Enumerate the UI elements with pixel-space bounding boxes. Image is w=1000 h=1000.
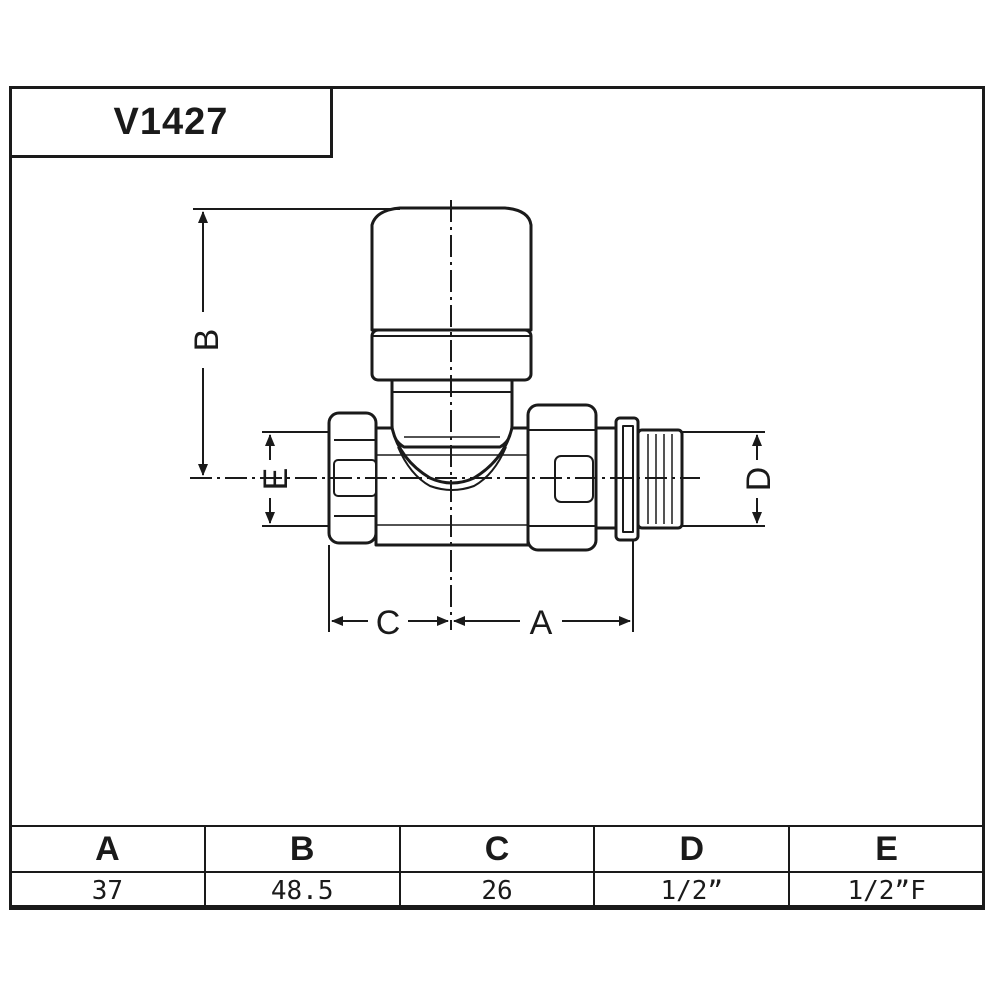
dimension-c-label: C: [376, 604, 401, 642]
title-box: V1427: [9, 86, 333, 158]
valve-cap: [370, 206, 533, 332]
centre-lines: [190, 200, 700, 630]
header-cell-c: C: [398, 825, 596, 873]
dimension-b-label: B: [188, 329, 226, 352]
dimension-table: A B C D E 37 48.5 26 1/2” 1/2”F: [9, 825, 985, 910]
header-cell-e: E: [788, 825, 985, 873]
table-value-row: 37 48.5 26 1/2” 1/2”F: [9, 871, 985, 910]
header-cell-b: B: [203, 825, 401, 873]
dimension-a-label: A: [530, 604, 553, 642]
dimension-d: [682, 431, 765, 527]
header-cell-a: A: [9, 825, 206, 873]
value-cell-b: 48.5: [203, 871, 401, 910]
value-cell-e: 1/2”F: [788, 871, 985, 910]
dimension-a: [453, 540, 634, 632]
dimension-e-label: E: [257, 468, 295, 491]
value-cell-a: 37: [9, 871, 206, 910]
model-title: V1427: [113, 100, 229, 143]
dimension-d-label: D: [740, 467, 778, 492]
value-cell-c: 26: [398, 871, 596, 910]
dimension-e: [262, 431, 329, 527]
valve-body: [327, 206, 684, 552]
header-cell-d: D: [593, 825, 791, 873]
table-header-row: A B C D E: [9, 825, 985, 873]
dimension-c: [328, 545, 449, 632]
dimension-b: [193, 208, 400, 476]
value-cell-d: 1/2”: [593, 871, 791, 910]
